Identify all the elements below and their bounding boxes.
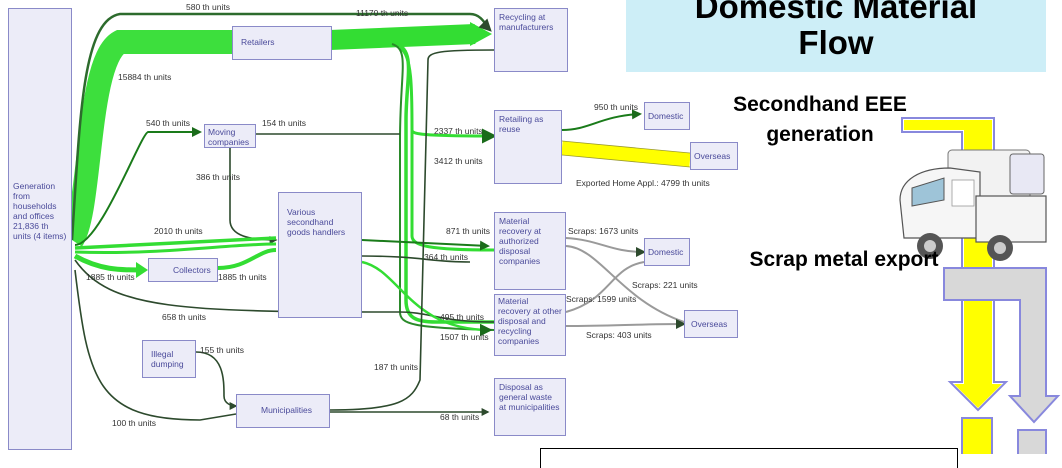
flow-950 bbox=[562, 114, 640, 130]
retailing-reuse-box: Retailing as reuse bbox=[494, 110, 562, 184]
legend-scrap-metal-export: Scrap metal export bbox=[744, 246, 944, 274]
flow-label-364: 364 th units bbox=[424, 252, 468, 262]
title-panel: Domestic Material Flow bbox=[626, 0, 1046, 72]
legend-secondhand-generation: Secondhand EEE generation bbox=[720, 90, 920, 150]
flow-collectors-handlers bbox=[218, 250, 276, 268]
flow-arrowhead-recycling bbox=[470, 22, 492, 46]
flow-to-collectors bbox=[75, 256, 140, 270]
flow-label-580: 580 th units bbox=[186, 2, 230, 12]
retailers-box: Retailers bbox=[232, 26, 332, 60]
flow-label-154: 154 th units bbox=[262, 118, 306, 128]
flow-label-1507: 1507 th units bbox=[440, 332, 489, 342]
recycling-manufacturers-box: Recycling at manufacturers bbox=[494, 8, 568, 72]
overseas-box-2: Overseas bbox=[684, 310, 738, 338]
flow-label-exported: Exported Home Appl.: 4799 th units bbox=[576, 178, 710, 188]
moving-companies-box: Moving companies bbox=[204, 124, 256, 148]
flow-label-100: 100 th units bbox=[112, 418, 156, 428]
flow-label-11170: 11170 th units bbox=[356, 8, 408, 18]
flow-11170 bbox=[330, 34, 475, 40]
flow-label-386: 386 th units bbox=[196, 172, 240, 182]
flow-label-1885a: 1885 th units bbox=[86, 272, 135, 282]
flow-scraps-1673 bbox=[566, 238, 644, 252]
various-handlers-box: Various secondhand goods handlers bbox=[278, 192, 362, 318]
flow-label-871: 871 th units bbox=[446, 226, 490, 236]
flow-label-scraps-403: Scraps: 403 units bbox=[586, 330, 652, 340]
flow-label-950: 950 th units bbox=[594, 102, 638, 112]
flow-label-1885b: 1885 th units bbox=[218, 272, 267, 282]
flow-label-68: 68 th units bbox=[440, 412, 479, 422]
flow-label-scraps-1673: Scraps: 1673 units bbox=[568, 226, 638, 236]
flow-retailers-down2 bbox=[400, 48, 494, 250]
generation-box: Generation from households and offices 2… bbox=[8, 8, 72, 450]
flow-exported bbox=[562, 148, 690, 160]
secondhand-bar-bottom bbox=[962, 418, 992, 454]
flow-label-3412: 3412 th units bbox=[434, 156, 483, 166]
illegal-dumping-box: Illegal dumping bbox=[142, 340, 196, 378]
municipalities-box: Municipalities bbox=[236, 394, 330, 428]
flow-label-2010: 2010 th units bbox=[154, 226, 203, 236]
flow-scraps-403 bbox=[566, 324, 684, 326]
domestic-box-1: Domestic bbox=[644, 102, 690, 130]
page-title-line1: Domestic Material bbox=[626, 0, 1046, 26]
footer-box bbox=[540, 448, 958, 468]
flow-label-187: 187 th units bbox=[374, 362, 418, 372]
flow-label-540: 540 th units bbox=[146, 118, 190, 128]
flow-collectors-arrow bbox=[136, 262, 148, 278]
material-recovery-other-box: Material recovery at other disposal and … bbox=[494, 294, 566, 356]
domestic-box-2: Domestic bbox=[644, 238, 690, 266]
disposal-general-box: Disposal as general waste at municipalit… bbox=[494, 378, 566, 436]
material-recovery-authorized-box: Material recovery at authorized disposal… bbox=[494, 212, 566, 290]
flow-label-scraps-1599: Scraps: 1599 units bbox=[566, 294, 636, 304]
flow-386 bbox=[230, 148, 276, 240]
flow-label-15884: 15884 th units bbox=[118, 72, 171, 82]
scrap-bar-bottom bbox=[1018, 430, 1046, 454]
flow-label-658: 658 th units bbox=[162, 312, 206, 322]
flow-label-495: 495 th units bbox=[440, 312, 484, 322]
flow-label-scraps-221: Scraps: 221 units bbox=[632, 280, 698, 290]
page-title-line2: Flow bbox=[626, 24, 1046, 62]
flow-label-2337: 2337 th units bbox=[434, 126, 483, 136]
flow-label-155: 155 th units bbox=[200, 345, 244, 355]
collectors-box: Collectors bbox=[148, 258, 218, 282]
flow-155 bbox=[196, 352, 236, 406]
